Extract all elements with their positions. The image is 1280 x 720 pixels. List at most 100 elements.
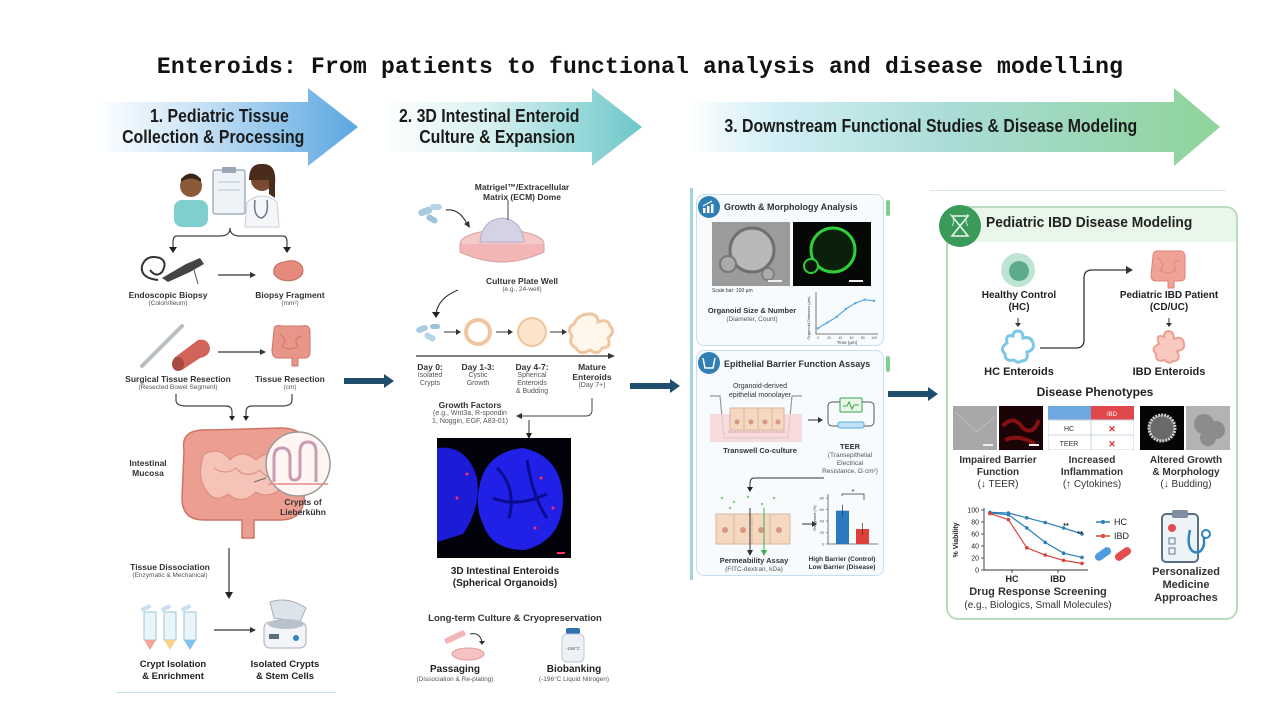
drug-significance-2: **	[1077, 531, 1083, 538]
drug-series-hc-top	[989, 511, 1083, 535]
endoscope-icon	[140, 256, 204, 285]
phenotype-inflammation-label: Increased Inflammation (↑ Cytokines)	[1060, 455, 1124, 490]
enteroid-fluorescence-image	[437, 438, 571, 558]
arrow-down	[225, 548, 233, 599]
teer-label: TEER (Transepithelial Electrical Resista…	[822, 442, 878, 475]
drug-series-ibd	[989, 513, 1083, 564]
healthy-control-label: Healthy Control(HC)	[981, 290, 1057, 313]
transwell-icon	[698, 352, 720, 374]
arrow-down	[1166, 318, 1172, 327]
scale-bar-label: Scale bar: 100 µm	[712, 288, 753, 294]
growth-xtick: 100	[871, 336, 877, 340]
drug-point	[1025, 516, 1029, 520]
drug-screening-label: Drug Response Screening (e.g., Biologics…	[964, 586, 1112, 611]
ibd-colon-icon	[1150, 250, 1186, 289]
banner-arrow-3	[688, 88, 1220, 166]
section-3-banner: 3. Downstream Functional Studies & Disea…	[688, 88, 1220, 166]
table-row-hc: HC	[1064, 426, 1074, 433]
crypt-isolation-label: Crypt Isolation& Enrichment	[139, 659, 207, 682]
crypt-magnifier-icon	[265, 431, 331, 497]
barrier-chart-ylabel: Rsegment (%)	[812, 505, 817, 531]
scalpel-and-bowel-icon	[140, 324, 210, 371]
tubes-icon	[140, 604, 197, 650]
colon-segment-icon	[271, 325, 311, 367]
drug-chart-ylabel: % Viability	[953, 522, 960, 557]
dna-hourglass-icon	[939, 205, 981, 247]
legend-hc-label: HC	[1114, 517, 1127, 527]
permeability-illustration	[715, 495, 791, 556]
connector-curve	[1040, 266, 1133, 349]
tissue-dissociation-label: Tissue Dissociation (Enzymatic & Mechani…	[130, 562, 210, 579]
scale-bar-icon	[849, 280, 863, 282]
section-2-heading-line1: 2. 3D Intestinal Enteroid	[398, 106, 580, 126]
culture-plate-label: Culture Plate Well (e.g., 24-well)	[485, 276, 559, 293]
growth-xtick: 40	[838, 336, 842, 340]
crypt-fragments-icon	[418, 204, 442, 224]
legend-ibd-label: IBD	[1114, 531, 1130, 541]
curved-arrow	[747, 477, 824, 492]
surgical-resection-label: Surgical Tissue Resection (Resected Bowe…	[125, 374, 231, 391]
growth-panel-title: Growth & Morphology Analysis	[724, 202, 858, 212]
section-2-banner: 2. 3D Intestinal Enteroid Culture & Expa…	[384, 88, 642, 166]
drug-point	[1025, 546, 1029, 550]
stage-0-label: Day 0: Isolated Crypts	[417, 362, 443, 387]
growth-xtick: 60	[850, 336, 854, 340]
drug-point	[1061, 558, 1066, 563]
clipboard-stethoscope-icon	[1161, 510, 1211, 563]
barrier-ytick: 60	[820, 507, 825, 512]
growth-factors-label: Growth Factors (e.g., Wnt3a, R-spondin 1…	[432, 400, 508, 425]
barrier-ytick: 20	[820, 530, 825, 535]
panel-edge	[886, 200, 890, 216]
brightfield-image	[712, 222, 790, 286]
bar-high-barrier	[836, 510, 849, 544]
growth-point	[844, 307, 848, 311]
capsule-icons	[1094, 547, 1132, 561]
isolated-crypts-label: Isolated Crypts& Stem Cells	[250, 659, 320, 682]
banner-arrow-1	[96, 88, 358, 166]
drug-ytick: 0	[975, 568, 979, 575]
barrier-ytick: 80	[820, 496, 825, 501]
arrow-right	[214, 627, 256, 633]
personalized-medicine-label: Personalized Medicine Approaches	[1152, 566, 1220, 604]
tissue-resection-label: Tissue Resection (cm)	[255, 374, 325, 391]
legend-hc: HC	[1096, 517, 1127, 527]
table-header-ibd: IBD	[1107, 412, 1118, 418]
brightfield-tile	[953, 406, 997, 450]
intestine-illustration	[181, 427, 331, 539]
drug-point	[1061, 526, 1066, 530]
section-1-banner: 1. Pediatric Tissue Collection & Process…	[96, 88, 358, 166]
table-x-mark: ✕	[1108, 424, 1116, 434]
drug-point	[1043, 540, 1047, 545]
barrier-ytick: 0	[822, 542, 825, 547]
barrier-legend: High Barrier (Control) Low Barrier (Dise…	[808, 556, 876, 571]
growth-xtick: 0	[817, 336, 819, 340]
drug-point	[1006, 517, 1011, 522]
patient-body-icon	[174, 200, 208, 227]
drug-point	[1080, 532, 1084, 536]
stage-2-label: Day 4-7: Spherical Enteroids & Budding	[515, 362, 549, 395]
healthy-cell-icon	[1001, 253, 1035, 287]
doctor-coat-icon	[244, 195, 280, 228]
drug-xtick-ibd: IBD	[1044, 574, 1072, 584]
drug-point	[1080, 555, 1084, 560]
teer-device-icon	[827, 397, 875, 429]
arrow-right	[218, 272, 256, 278]
stage-mature-icon	[567, 312, 615, 355]
connector-arrow-2	[630, 379, 680, 393]
growth-point	[826, 321, 829, 324]
stage-3-label: Mature Enteroids (Day 7+)	[572, 362, 612, 389]
ibd-panel-title: Pediatric IBD Disease Modeling	[986, 214, 1193, 231]
biobanking-label: Biobanking (-196°C Liquid Nitrogen)	[538, 664, 610, 683]
bar-low-barrier	[856, 529, 869, 544]
ibd-patient-label: Pediatric IBD Patient(CD/UC)	[1119, 290, 1219, 313]
longterm-heading: Long-term Culture & Cryopreservation	[428, 613, 602, 624]
drug-point	[1043, 553, 1047, 557]
stage-crypts-icon	[416, 324, 440, 342]
inflammation-table: IBD HC TEER ✕ ✕	[1048, 406, 1134, 450]
drug-ytick: 20	[971, 556, 979, 563]
section-1-heading-line2: Collection & Processing	[122, 127, 305, 147]
